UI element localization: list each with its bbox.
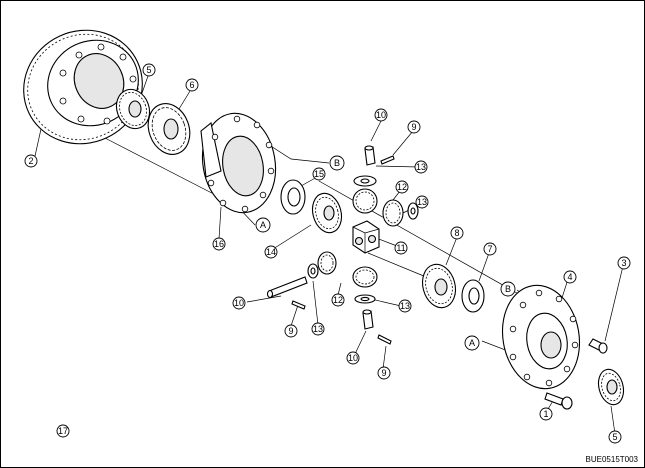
svg-text:16: 16 <box>214 239 224 249</box>
svg-text:17: 17 <box>58 426 68 436</box>
svg-text:3: 3 <box>621 258 626 268</box>
svg-text:10: 10 <box>376 110 386 120</box>
callout-case-4: 4 <box>563 270 577 284</box>
callout-gear-12-top: 12 <box>395 180 409 194</box>
svg-text:4: 4 <box>567 272 572 282</box>
svg-text:8: 8 <box>454 228 459 238</box>
svg-text:7: 7 <box>487 244 492 254</box>
callout-letter-a-left: A <box>255 217 271 233</box>
pinion-shaft-left <box>266 276 308 310</box>
pinion-shaft-top <box>364 145 395 166</box>
svg-text:13: 13 <box>416 162 426 172</box>
callout-gear-6: 6 <box>185 78 199 92</box>
reference-code: BUE0515T003 <box>585 455 638 464</box>
callout-letter-a-right: A <box>464 335 480 351</box>
svg-text:A: A <box>469 338 475 348</box>
svg-text:6: 6 <box>189 80 194 90</box>
callout-washer-13-c: 13 <box>398 299 412 313</box>
callout-washer-13-a: 13 <box>414 160 428 174</box>
callout-washer-7: 7 <box>483 242 497 256</box>
callout-pinion-top: 5 <box>142 63 156 77</box>
pinion-gear-bottom <box>597 368 625 406</box>
pinion-gear-top <box>115 88 151 130</box>
callout-pin-9-bottom: 9 <box>377 366 391 380</box>
pinion-shaft-block <box>352 220 380 254</box>
svg-text:10: 10 <box>234 298 244 308</box>
svg-text:A: A <box>260 220 266 230</box>
svg-text:2: 2 <box>28 156 33 166</box>
svg-text:9: 9 <box>411 122 416 132</box>
callout-washer-15: 15 <box>312 167 326 181</box>
svg-text:5: 5 <box>146 65 151 75</box>
svg-text:12: 12 <box>397 182 407 192</box>
svg-text:13: 13 <box>417 197 427 207</box>
callout-block-11: 11 <box>394 241 408 255</box>
svg-text:14: 14 <box>266 247 276 257</box>
pinion-gears-upper <box>352 175 419 227</box>
pinion-shaft-bottom <box>362 309 392 345</box>
svg-text:10: 10 <box>348 353 358 363</box>
differential-case-left <box>200 112 277 214</box>
side-gear-14 <box>311 192 343 234</box>
svg-text:5: 5 <box>612 432 617 442</box>
callout-letter-b-right: B <box>500 281 516 297</box>
callout-note-17: 17 <box>56 424 70 438</box>
differential-case-right <box>501 284 581 390</box>
callout-shaft-10-top: 10 <box>374 108 388 122</box>
svg-text:9: 9 <box>288 326 293 336</box>
bolt-3 <box>588 338 608 354</box>
bolt-1 <box>544 392 573 410</box>
thrust-washer-15 <box>280 179 306 215</box>
thrust-washer-7 <box>461 279 485 313</box>
svg-text:B: B <box>505 284 511 294</box>
svg-text:15: 15 <box>314 169 324 179</box>
svg-text:11: 11 <box>396 243 405 253</box>
callout-washer-13-d: 13 <box>311 322 325 336</box>
callout-gear-12-bottom: 12 <box>331 293 345 307</box>
callout-washer-13-b: 13 <box>415 195 429 209</box>
svg-text:13: 13 <box>400 301 410 311</box>
callout-gear-8: 8 <box>450 226 464 240</box>
svg-text:B: B <box>334 158 340 168</box>
callout-shaft-10-bottom: 10 <box>346 351 360 365</box>
callout-shaft-10-left: 10 <box>232 296 246 310</box>
callout-bolt-3: 3 <box>617 256 631 270</box>
callout-pin-9-left: 9 <box>284 324 298 338</box>
callout-case-16: 16 <box>212 237 226 251</box>
helical-gear <box>147 103 191 155</box>
callout-ring-gear: 2 <box>24 154 38 168</box>
callout-side-gear-14: 14 <box>264 245 278 259</box>
side-gear-8 <box>421 263 457 309</box>
callout-pin-9-top: 9 <box>407 120 421 134</box>
svg-text:12: 12 <box>333 295 343 305</box>
pinion-gears-lower <box>307 251 378 304</box>
ring-gear <box>23 29 143 145</box>
callout-bolt-1: 1 <box>539 407 553 421</box>
svg-text:13: 13 <box>313 324 323 334</box>
callout-pinion-bottom: 5 <box>608 430 622 444</box>
svg-text:9: 9 <box>381 368 386 378</box>
svg-text:1: 1 <box>543 409 548 419</box>
callout-letter-b-left: B <box>329 155 345 171</box>
